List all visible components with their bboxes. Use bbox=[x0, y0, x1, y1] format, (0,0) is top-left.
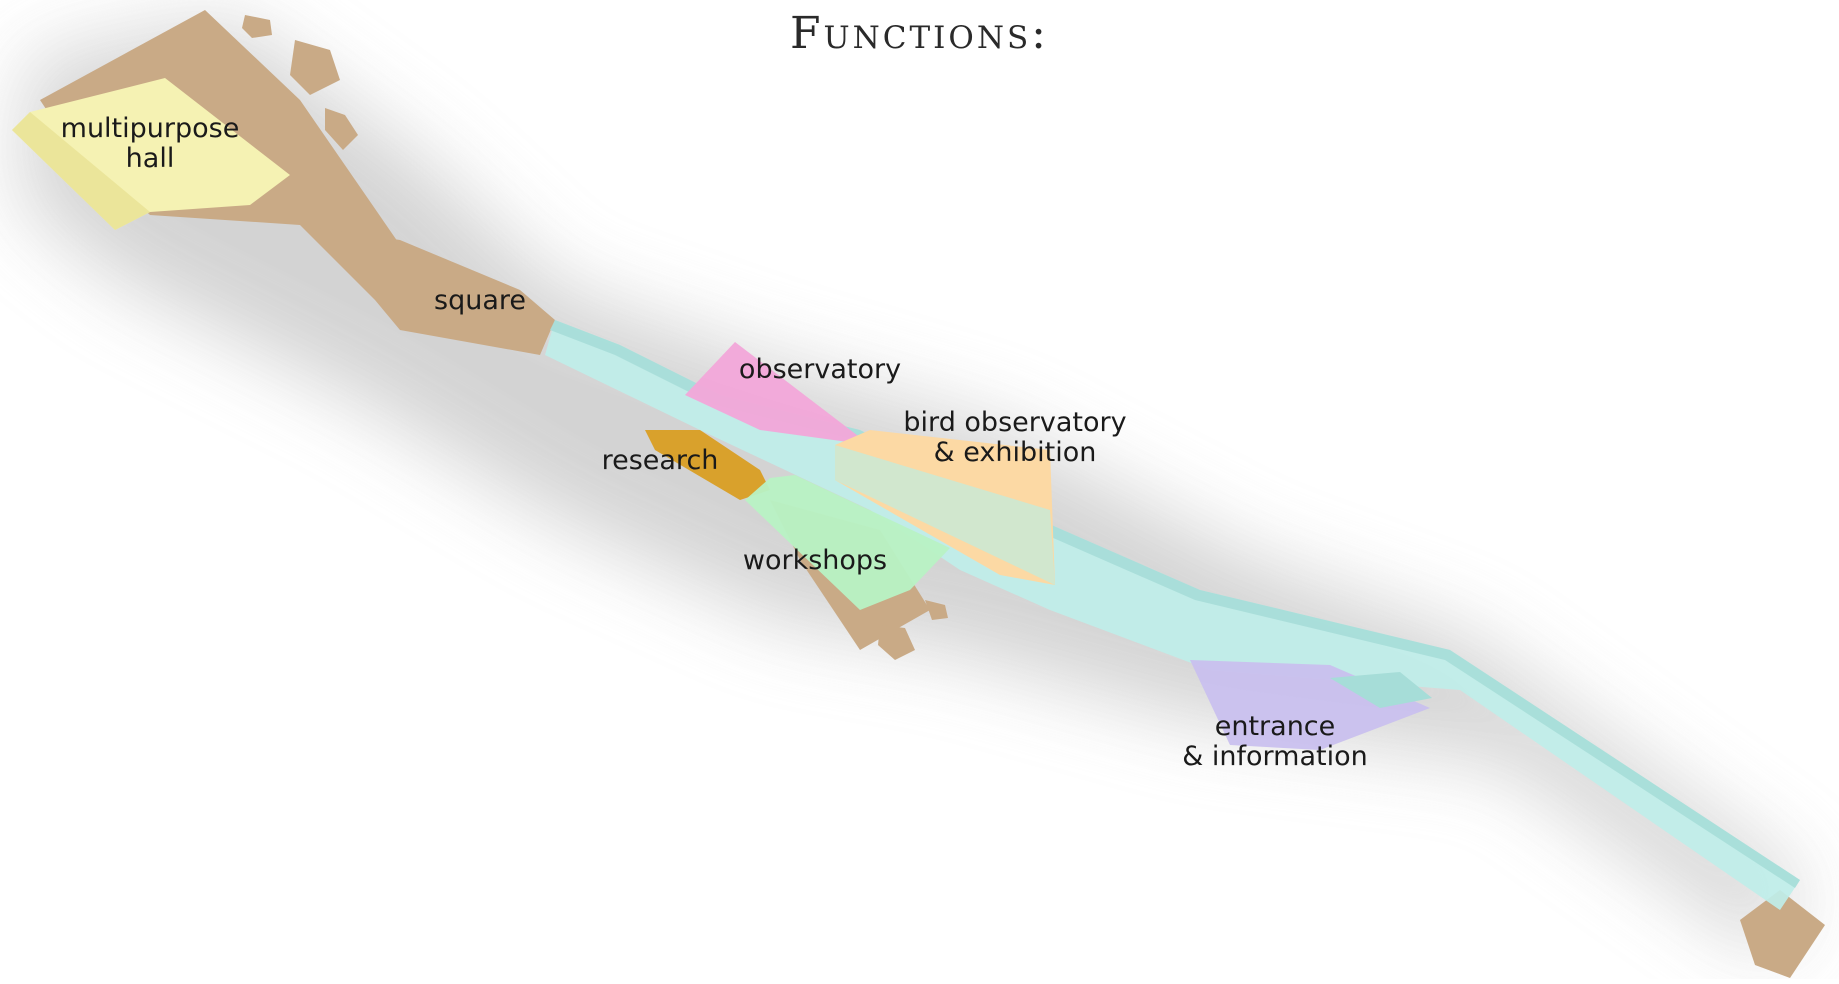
end-ground-plate bbox=[1740, 890, 1825, 978]
rock-1 bbox=[242, 15, 272, 38]
label-bird-observatory: bird observatory & exhibition bbox=[903, 407, 1127, 468]
research-block bbox=[645, 430, 770, 500]
entrance-glass bbox=[1330, 672, 1432, 708]
label-multipurpose-hall: multipurpose hall bbox=[60, 113, 240, 174]
label-observatory: observatory bbox=[738, 354, 902, 385]
page-title: Functions: bbox=[789, 8, 1050, 59]
rock-3 bbox=[325, 108, 358, 150]
rock-4 bbox=[878, 625, 915, 660]
bird-observatory-shade bbox=[835, 445, 1055, 585]
label-research: research bbox=[601, 445, 719, 476]
walkway-edge bbox=[550, 320, 1800, 888]
label-square: square bbox=[434, 285, 526, 316]
label-workshops: workshops bbox=[742, 545, 888, 576]
label-entrance: entrance & information bbox=[1182, 711, 1368, 772]
observatory-block bbox=[685, 342, 870, 445]
workshops-block bbox=[745, 475, 950, 610]
rock-2 bbox=[290, 40, 340, 95]
square-plate bbox=[300, 225, 555, 355]
multipurpose-hall-side bbox=[12, 112, 150, 230]
rock-5 bbox=[925, 600, 948, 620]
